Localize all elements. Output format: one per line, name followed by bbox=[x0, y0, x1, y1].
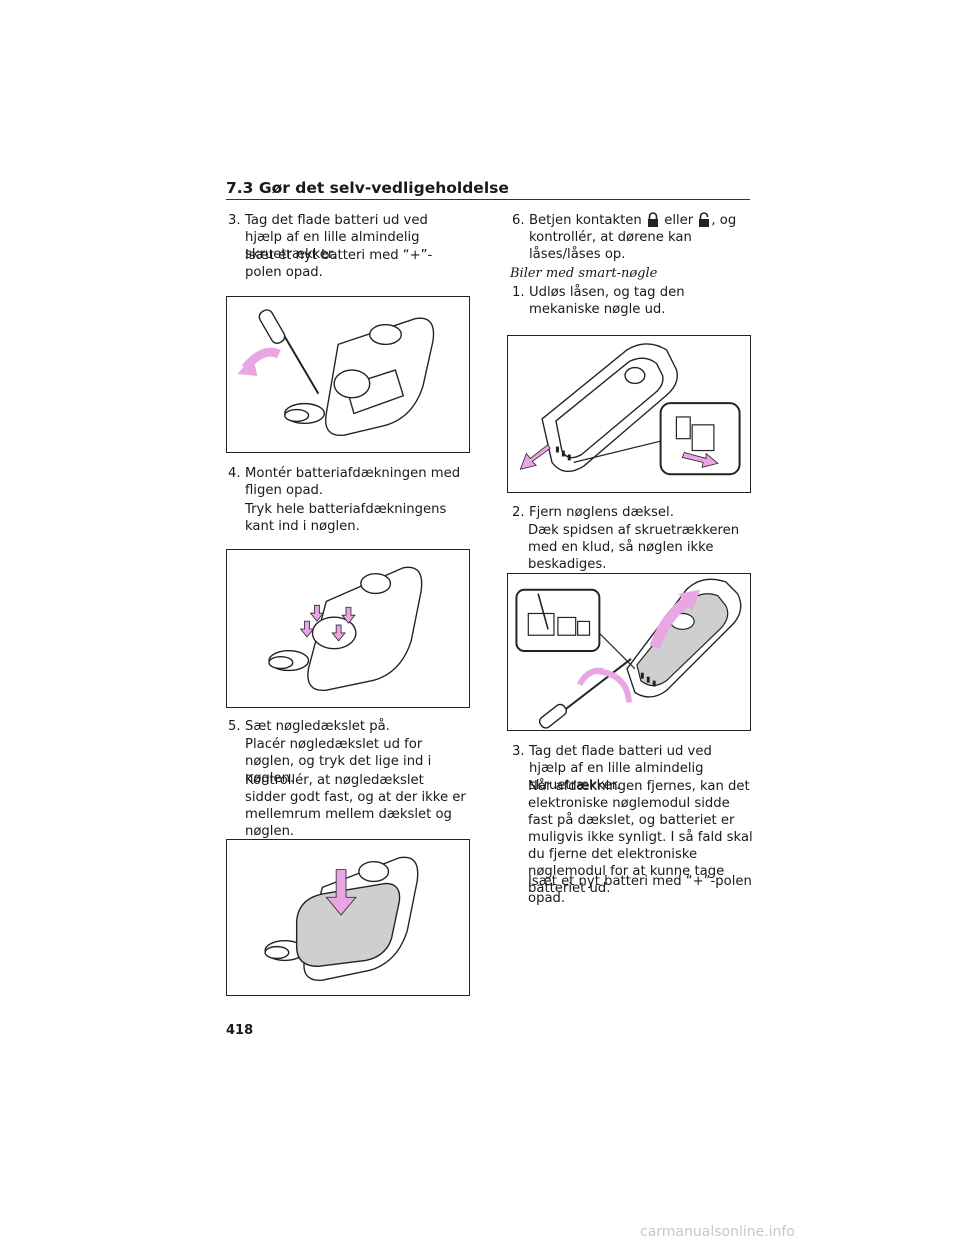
smart-key-release-illustration bbox=[519, 343, 741, 476]
right-step-6: 6. Betjen kontakten eller , og kontrollé… bbox=[512, 212, 752, 263]
figure-remove-battery bbox=[226, 296, 470, 453]
left-step-5-note-1: Placér nøgledækslet ud for nøglen, og tr… bbox=[245, 737, 432, 786]
right-step-2: 2. Fjern nøglens dæksel. bbox=[512, 504, 752, 521]
right-step-1: 1. Udløs låsen, og tag den mekaniske nøg… bbox=[512, 284, 752, 318]
right-step-3: 3. Tag det flade batteri ud ved hjælp af… bbox=[512, 743, 752, 794]
watermark: carmanualsonline.info bbox=[640, 1224, 795, 1240]
left-step-5-note-2: Kontrollér, at nøgledækslet sidder godt … bbox=[245, 773, 466, 839]
step-text-part-1: Betjen kontakten bbox=[529, 213, 642, 228]
step-text: Tag det flade batteri ud ved hjælp af en… bbox=[529, 744, 712, 793]
step-number: 5. bbox=[228, 719, 241, 734]
section-divider bbox=[226, 199, 750, 200]
left-step-3: 3. Tag det flade batteri ud ved hjælp af… bbox=[228, 212, 468, 263]
step-number: 3. bbox=[512, 744, 525, 759]
figure-install-cover bbox=[226, 549, 470, 708]
right-step-3-note-1: Når afdækningen fjernes, kan det elektro… bbox=[528, 779, 753, 896]
figure-release-mechanical-key bbox=[507, 335, 751, 493]
section-title: 7.3 Gør det selv-vedligeholdelse bbox=[226, 179, 509, 197]
step-number: 1. bbox=[512, 285, 525, 300]
figure-attach-cover bbox=[226, 839, 470, 996]
step-number: 3. bbox=[228, 213, 241, 228]
step-text: Udløs låsen, og tag den mekaniske nøgle … bbox=[529, 285, 685, 317]
left-step-4: 4. Montér batteriafdækningen med fligen … bbox=[228, 465, 468, 499]
step-text: Tag det flade batteri ud ved hjælp af en… bbox=[245, 213, 428, 262]
unlock-icon bbox=[697, 212, 711, 228]
step-text: Montér batteriafdækningen med fligen opa… bbox=[245, 466, 461, 498]
key-fob-battery-cover-illustration bbox=[268, 566, 423, 691]
page-number: 418 bbox=[226, 1023, 254, 1038]
right-step-2-note: Dæk spidsen af skruetrækkeren med en klu… bbox=[528, 523, 740, 572]
key-fob-open-illustration bbox=[237, 309, 435, 437]
key-fob-closed-illustration bbox=[264, 856, 419, 981]
left-step-5: 5. Sæt nøgledækslet på. bbox=[228, 718, 468, 735]
step-text: Sæt nøgledækslet på. bbox=[245, 719, 390, 734]
left-step-3-note: Isæt et nyt batteri med “+”-polen opad. bbox=[245, 248, 433, 280]
lock-icon bbox=[646, 212, 660, 228]
smart-key-cover-removal-illustration bbox=[515, 578, 742, 729]
step-text-part-2: eller bbox=[664, 213, 694, 228]
step-text: Fjern nøglens dæksel. bbox=[529, 505, 674, 520]
subheading-smart-key: Biler med smart-nøgle bbox=[510, 266, 658, 281]
step-number: 4. bbox=[228, 466, 241, 481]
step-text-part-3: , og kontrollér, at dørene kan låses/lås… bbox=[529, 213, 737, 262]
step-number: 6. bbox=[512, 213, 525, 228]
left-step-4-note: Tryk hele batteriafdækningens kant ind i… bbox=[245, 502, 447, 534]
step-number: 2. bbox=[512, 505, 525, 520]
right-step-3-note-2: Isæt et nyt batteri med “+”-polen opad. bbox=[528, 874, 752, 906]
figure-remove-key-cover bbox=[507, 573, 751, 731]
